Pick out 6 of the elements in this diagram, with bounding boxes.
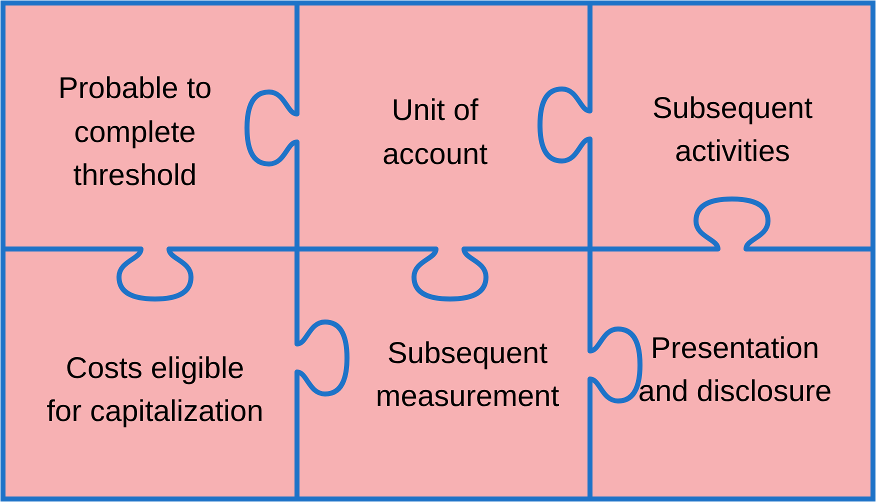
piece-label: Unit of account: [381, 93, 489, 172]
piece-label: Probable to complete threshold: [57, 71, 213, 194]
piece-label: Subsequent activities: [651, 90, 814, 170]
piece-label: Subsequent measurement: [374, 336, 560, 415]
piece-label: Presentation and disclosure: [637, 330, 833, 410]
piece-label: Costs eligible for capitalization: [46, 350, 264, 430]
